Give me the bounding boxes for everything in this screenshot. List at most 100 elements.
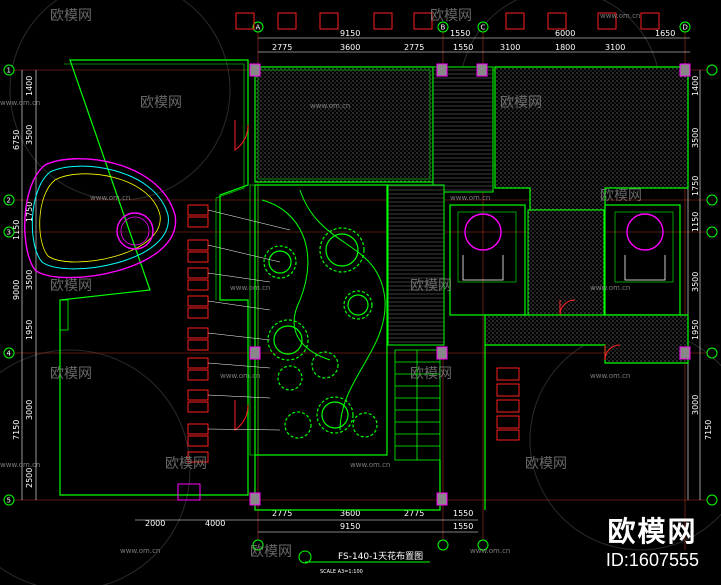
dim-bottom-4: 3600 [340,509,360,518]
dim-left-6: 9000 [12,280,21,300]
room-top-left [254,66,434,183]
dim-left-10: 3000 [25,400,34,420]
watermark-brand: 欧模网 [165,456,207,472]
columns [249,63,691,506]
watermark-url: www.om.cn [590,372,630,380]
dim-bottom-8: 1550 [453,522,473,531]
watermark-brand: 欧模网 [50,366,92,382]
watermark-url: www.om.cn [350,461,390,469]
living-room [249,184,388,456]
watermark-url: www.om.cn [590,284,630,292]
dim-right-7: 3000 [691,395,700,415]
row-axis-4: 4 [7,350,12,358]
dim-top-5: 2775 [272,43,292,52]
dim-top-10: 1800 [555,43,575,52]
watermark-url: www.om.cn [470,547,510,555]
left-dimensions: 1400 3500 6750 1750 1150 9000 3500 1950 … [12,76,34,488]
watermark-url: www.om.cn [120,547,160,555]
dim-bottom-6: 1550 [453,509,473,518]
watermark-url: www.om.cn [220,372,260,380]
dim-right-2: 3500 [691,128,700,148]
dim-left-7: 3500 [25,270,34,290]
bathroom-left [449,204,526,316]
watermark-brand: 欧模网 [600,188,642,204]
col-axis-d: D [683,24,688,32]
dim-left-9: 7150 [12,420,21,440]
dim-left-2: 3500 [25,125,34,145]
watermark-brand: 欧模网 [525,456,567,472]
dim-right-4: 1150 [691,212,700,232]
watermark-url: www.om.cn [310,102,350,110]
pool [24,158,176,279]
room-top-right [494,66,689,211]
bathroom-right [604,204,681,316]
dim-top-2: 1550 [450,29,470,38]
watermark-brand: 欧模网 [410,278,452,294]
left-ceiling-tags [187,204,209,463]
dim-left-11: 2500 [25,468,34,488]
dim-right-1: 1400 [691,76,700,96]
dim-left-8: 1950 [25,320,34,340]
col-axis-a: A [256,24,261,32]
left-terrace [59,59,249,501]
watermark-brand: 欧模网 [500,95,542,111]
dim-top-1: 9150 [340,29,360,38]
room-mid-right [484,209,689,364]
watermark-brand: 欧模网 [50,278,92,294]
watermark-url: www.om.cn [600,12,640,20]
dim-top-11: 3100 [605,43,625,52]
watermark-url: www.om.cn [0,99,40,107]
lower-walls [254,345,486,511]
top-dimensions: 9150 1550 6000 1650 2775 3600 2775 1550 … [272,29,675,52]
row-axis-2: 2 [7,197,11,205]
dim-top-8: 1550 [453,43,473,52]
brand-stamp: 欧模网 ID:1607555 [606,510,699,571]
row-axis-5: 5 [7,497,11,505]
dim-right-3: 1750 [691,176,700,196]
col-axis-bubbles: A B C D [252,21,691,551]
stair [394,349,441,461]
row-axis-1: 1 [7,67,11,75]
dimension-lines [21,37,701,533]
dim-left-5: 1150 [12,220,21,240]
dim-bottom-7: 9150 [340,522,360,531]
watermark-brand: 欧模网 [140,95,182,111]
watermark-url: www.om.cn [0,461,40,469]
row-axis-bubbles: 1 2 3 4 5 [3,64,718,506]
watermark-brand: 欧模网 [410,366,452,382]
dim-right-8: 7150 [704,420,713,440]
dim-left-4: 1750 [25,202,34,222]
dim-top-7: 2775 [404,43,424,52]
col-axis-c: C [481,24,486,32]
bottom-dimensions: 2000 4000 2775 3600 2775 1550 9150 1550 [145,509,473,531]
drawing-title-block: FS-140-1天花布置图 SCALE A3=1:100 [298,550,430,575]
watermark-brand: 欧模网 [430,8,472,24]
dim-top-4: 1650 [655,29,675,38]
dim-bottom-3: 2775 [272,509,292,518]
dim-bottom-2: 4000 [205,519,225,528]
brand-name: 欧模网 [607,515,698,548]
col-axis-b: B [441,24,446,32]
dim-right-6: 1950 [691,320,700,340]
watermark-url: www.om.cn [90,194,130,202]
drawing-scale: SCALE A3=1:100 [320,569,363,575]
watermarks: 欧模网 欧模网 www.om.cn www.om.cn 欧模网 www.om.c… [0,8,642,560]
dim-top-3: 6000 [555,29,575,38]
watermark-url: www.om.cn [230,284,270,292]
dim-bottom-5: 2775 [404,509,424,518]
right-ceiling-tags [496,367,520,441]
gear-ceiling-feature [261,189,386,439]
door-swings [234,120,621,431]
drawing-title: FS-140-1天花布置图 [338,550,423,562]
watermark-url: www.om.cn [450,194,490,202]
corridor [387,66,494,346]
watermark-brand: 欧模网 [50,8,92,24]
dim-left-3: 6750 [12,130,21,150]
dim-right-5: 3500 [691,272,700,292]
dim-top-9: 3100 [500,43,520,52]
tag-leaders [207,209,291,431]
dim-bottom-1: 2000 [145,519,165,528]
watermark-brand: 欧模网 [250,544,292,560]
row-axis-3: 3 [7,229,11,237]
